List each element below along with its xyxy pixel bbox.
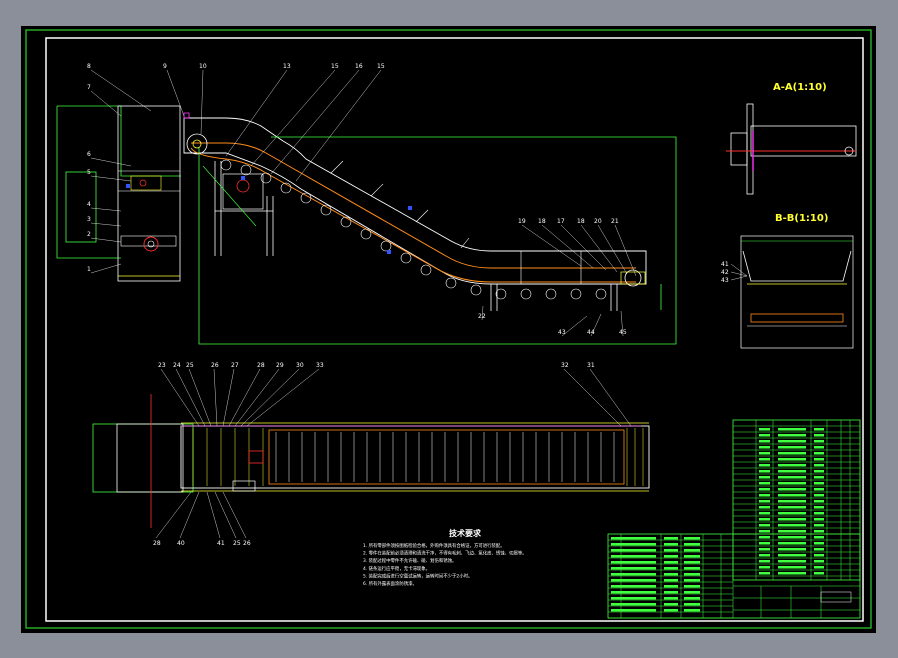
inner-border [45, 37, 864, 622]
plan-callout: 26 [211, 362, 219, 369]
side-callout: 16 [355, 63, 363, 70]
plan-frame [180, 425, 650, 489]
plan-callout: 29 [276, 362, 284, 369]
plan-callout: 30 [296, 362, 304, 369]
side-callout: 43 [558, 329, 566, 336]
side-callout: 13 [283, 63, 291, 70]
bb-callout: 43 [721, 277, 729, 284]
bb-callout: 41 [721, 261, 729, 268]
side-callout: 1 [87, 266, 91, 273]
plan-callout: 33 [316, 362, 324, 369]
plan-callout: 25 [233, 540, 241, 547]
note-line: 2. 零件在装配前必须清理和清洗干净，不得有毛刺、飞边、氧化皮、锈蚀、切屑等。 [363, 550, 527, 557]
plan-callout: 24 [173, 362, 181, 369]
parts-list [732, 419, 861, 581]
side-callout: 20 [594, 218, 602, 225]
side-callout: 10 [199, 63, 207, 70]
note-line: 5. 装配完成后进行空载试运转，运转时间不少于2小时。 [363, 572, 472, 579]
plan-callout: 31 [587, 362, 595, 369]
side-callout: 18 [538, 218, 546, 225]
sprocket-icon [143, 236, 159, 252]
side-callout: 18 [577, 218, 585, 225]
plan-callout: 25 [186, 362, 194, 369]
section-a-a: A-A(1:10) [726, 82, 857, 195]
plan-callout: 26 [243, 540, 251, 547]
plan-callout: 28 [153, 540, 161, 547]
note-line: 1. 所有零部件须按图纸检验合格，外购件须具有合格证，方可进行装配。 [363, 542, 505, 549]
plan-callout: 41 [217, 540, 225, 547]
side-callout: 44 [587, 329, 595, 336]
bb-callout: 42 [721, 269, 729, 276]
side-callout: 8 [87, 63, 91, 70]
technical-notes: 技术要求 1. 所有零部件须按图纸检验合格，外购件须具有合格证，方可进行装配。2… [363, 528, 527, 587]
side-callout: 19 [518, 218, 526, 225]
gear-motor-icon [222, 173, 264, 210]
plan-callout: 28 [257, 362, 265, 369]
plan-callout: 27 [231, 362, 239, 369]
chain-upper [191, 142, 636, 269]
plan-callout: 32 [561, 362, 569, 369]
head-sprocket [186, 133, 208, 155]
note-line: 4. 链条运行应平稳，无卡滞现象。 [363, 565, 430, 572]
plan-hopper [116, 423, 184, 493]
conveyor-frame [183, 117, 647, 285]
side-callout: 21 [611, 218, 619, 225]
outer-border [25, 29, 872, 629]
side-callout: 15 [377, 63, 385, 70]
side-callout: 2 [87, 231, 91, 238]
tail-sprocket [624, 269, 642, 287]
note-line: 6. 所有外露表面涂防锈漆。 [363, 580, 417, 587]
hopper-frame [117, 105, 181, 282]
note-line: 3. 装配过程中零件不允许磕、碰、划伤和锈蚀。 [363, 557, 456, 564]
notes-title: 技术要求 [449, 528, 482, 538]
side-callout: 7 [87, 84, 91, 91]
side-callout: 9 [163, 63, 167, 70]
title-block [607, 533, 861, 619]
plan-chain-plates [268, 429, 625, 485]
side-callout: 5 [87, 169, 91, 176]
side-callout: 3 [87, 216, 91, 223]
side-callout: 15 [331, 63, 339, 70]
section-bb-title: B-B(1:10) [775, 213, 828, 224]
plan-callout: 23 [158, 362, 166, 369]
plan-callout: 40 [177, 540, 185, 547]
side-callout: 22 [478, 313, 486, 320]
side-callout: 17 [557, 218, 565, 225]
side-callout: 4 [87, 201, 91, 208]
section-aa-title: A-A(1:10) [773, 82, 827, 93]
side-callout: 6 [87, 151, 91, 158]
side-callout: 45 [619, 329, 627, 336]
chain-lower [190, 147, 636, 283]
